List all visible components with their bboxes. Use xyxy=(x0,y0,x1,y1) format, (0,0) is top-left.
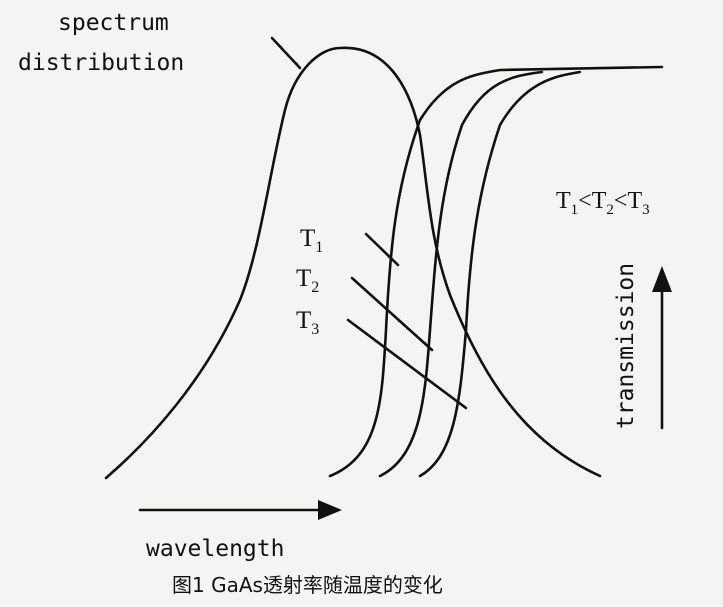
transmission-curve-t2 xyxy=(378,70,544,478)
leader-line-t1 xyxy=(364,232,400,267)
curve-label-t2: T2 xyxy=(296,265,319,296)
figure-caption: 图1 GaAs透射率随温度的变化 xyxy=(172,573,443,597)
curve-label-t1: T1 xyxy=(300,225,323,256)
leader-line-t3 xyxy=(346,318,468,410)
curve-label-t3: T3 xyxy=(296,307,319,338)
transmission-curve-t1 xyxy=(328,65,664,478)
transmission-curve-t3 xyxy=(418,70,582,478)
wavelength-axis-label: wavelength xyxy=(146,536,284,562)
leader-line-t2 xyxy=(350,276,434,352)
transmission-axis-label: transmission xyxy=(613,263,639,429)
spectrum-curve xyxy=(104,46,602,480)
spectrum-leader-line xyxy=(270,36,302,70)
wavelength-arrow-head xyxy=(318,500,342,520)
spectrum-label-line2: distribution xyxy=(18,50,184,76)
temperature-order-label: T1<T2<T3 xyxy=(556,188,650,218)
spectrum-label-line1: spectrum xyxy=(58,10,169,36)
transmission-arrow-head xyxy=(652,266,672,292)
